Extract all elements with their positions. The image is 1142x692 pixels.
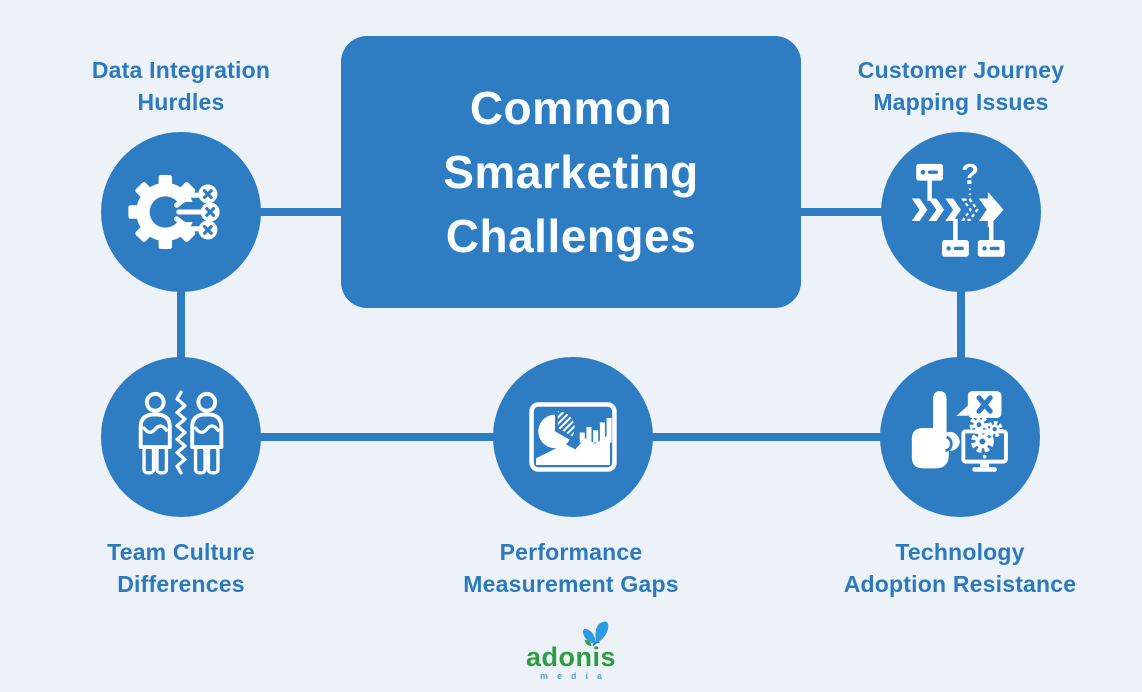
- node-team-culture-differences: [101, 357, 261, 517]
- label-data-integration-hurdles: Data Integration Hurdles: [91, 57, 271, 115]
- butterfly-icon: [583, 621, 609, 647]
- brand-logo: adonis media: [486, 616, 656, 688]
- divided-team-icon: [138, 390, 224, 475]
- connector-topleft-to-title: [255, 208, 345, 216]
- label-team-culture-differences: Team Culture Differences: [107, 539, 255, 597]
- question-mark-glyph: ?: [961, 159, 979, 191]
- node-customer-journey-mapping-issues: ?: [881, 132, 1041, 292]
- stop-hand-technology-icon: [911, 391, 1008, 472]
- label-performance-measurement-gaps: Performance Measurement Gaps: [463, 539, 679, 597]
- page-title: Common Smarketing Challenges: [443, 82, 699, 262]
- label-technology-adoption-resistance: Technology Adoption Resistance: [843, 539, 1077, 597]
- journey-map-icon: ?: [911, 159, 1005, 257]
- logo-subtext: media: [539, 671, 611, 681]
- node-performance-measurement-gaps: [493, 357, 653, 517]
- connector-bottomcenter-to-bottomright: [649, 433, 884, 441]
- connector-topleft-to-bottomleft: [177, 288, 185, 361]
- label-customer-journey-mapping-issues: Customer Journey Mapping Issues: [857, 57, 1065, 115]
- analytics-dashboard-icon: [529, 402, 617, 472]
- node-technology-adoption-resistance: [880, 357, 1040, 517]
- logo-name: adonis: [525, 642, 616, 672]
- gear-broken-connections-icon: [128, 175, 220, 249]
- connector-bottomleft-to-bottomcenter: [257, 433, 497, 441]
- node-data-integration-hurdles: [101, 132, 261, 292]
- title-box: Common Smarketing Challenges: [341, 36, 801, 308]
- connector-title-to-topright: [797, 208, 885, 216]
- connector-topright-to-bottomright: [957, 288, 965, 361]
